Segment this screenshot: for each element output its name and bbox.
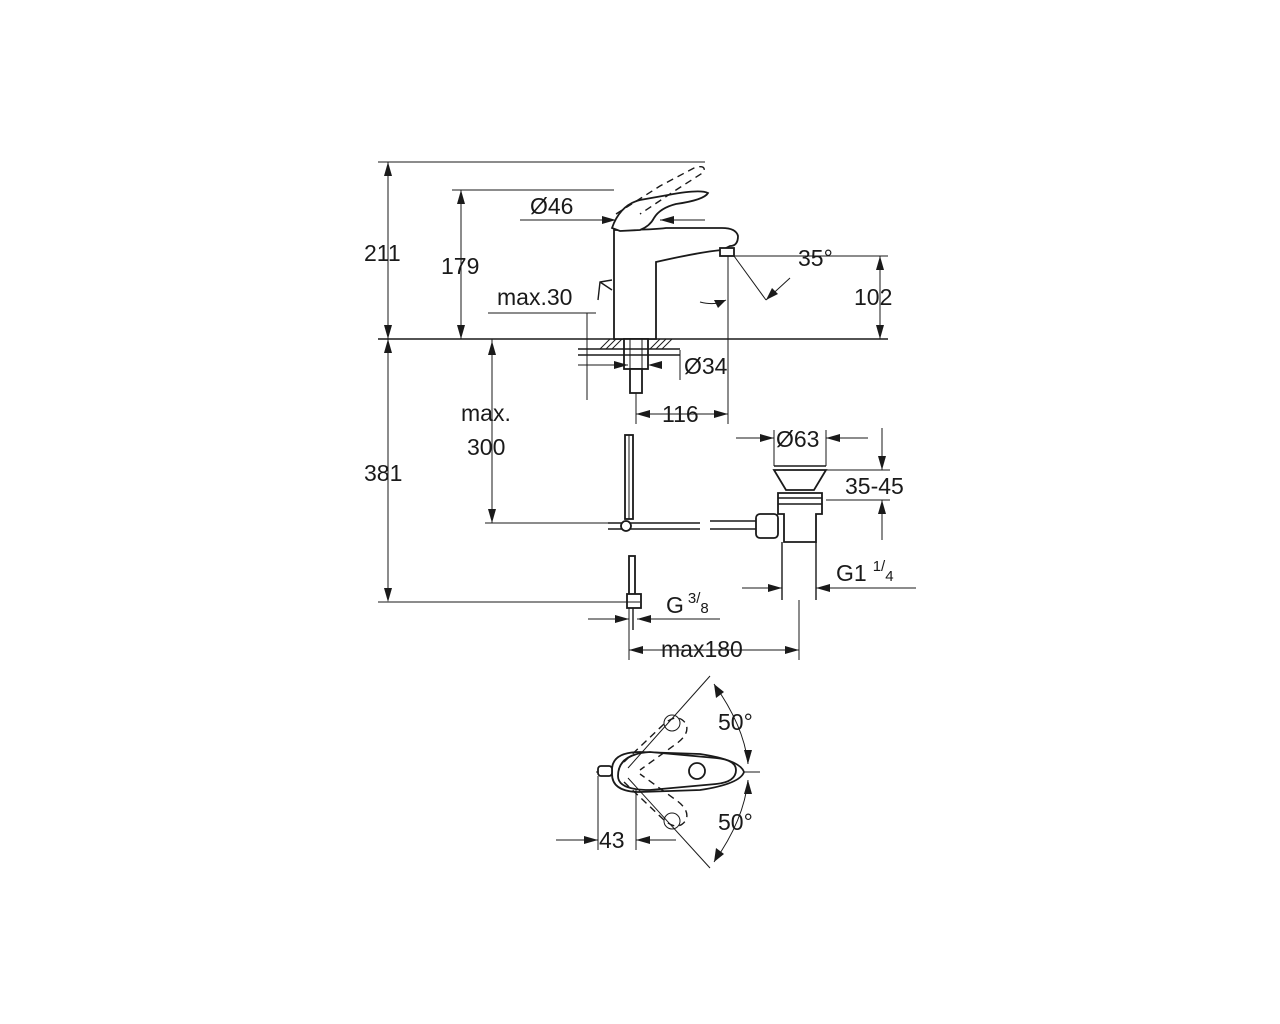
supply-connector — [626, 593, 642, 609]
top-lever-hole — [688, 762, 706, 780]
angle-guide — [627, 675, 711, 769]
dim-hose-max-line1: max. — [461, 400, 511, 426]
faucet-body — [613, 227, 739, 340]
dim-spout-angle: 35° — [798, 245, 833, 271]
dimension-lines — [378, 161, 916, 660]
faucet-lever — [610, 190, 710, 232]
shank-fixing — [629, 368, 643, 394]
dim-spout-height: 102 — [854, 284, 892, 310]
lever-left-position — [623, 717, 688, 771]
faucet-side-view — [378, 165, 888, 394]
dim-total-height: 211 — [364, 240, 401, 266]
waste-nut — [755, 513, 779, 539]
lever-right-end — [663, 812, 681, 830]
angle-guide — [627, 777, 711, 869]
dim-projection: 116 — [662, 401, 699, 427]
popup-rod — [597, 279, 613, 301]
dim-lever-angle-top: 50° — [718, 709, 753, 735]
dim-lever-angle-bottom: 50° — [718, 809, 753, 835]
dimension-labels: 211 179 102 381 max.30 max. 300 Ø46 Ø34 … — [364, 193, 904, 853]
supply-and-waste — [608, 434, 828, 630]
dim-waste-diameter: Ø63 — [776, 426, 819, 452]
supply-hose-lower — [628, 555, 636, 597]
waste-body — [777, 492, 823, 543]
faucet-top-view — [556, 675, 760, 869]
link-joint — [620, 520, 632, 532]
dim-max-deck: max.30 — [497, 284, 572, 310]
dim-hose-max-line2: 300 — [467, 434, 505, 460]
dim-waste-range: 35-45 — [845, 473, 904, 499]
aerator — [719, 247, 735, 257]
shank — [623, 338, 649, 370]
dim-body-diameter: Ø46 — [530, 193, 573, 219]
top-popup-rod — [597, 765, 613, 777]
mounting-hatch — [578, 338, 680, 356]
dim-max-offset: max180 — [661, 636, 743, 662]
dim-top-offset: 43 — [599, 827, 625, 853]
dim-lever-height: 179 — [441, 253, 479, 279]
waste-top — [772, 469, 828, 491]
lever-left-end — [663, 714, 681, 732]
lever-tilted-outline — [615, 165, 705, 215]
dim-shank-diameter: Ø34 — [684, 353, 728, 379]
dim-below-deck: 381 — [364, 460, 402, 486]
top-lever — [617, 751, 737, 791]
